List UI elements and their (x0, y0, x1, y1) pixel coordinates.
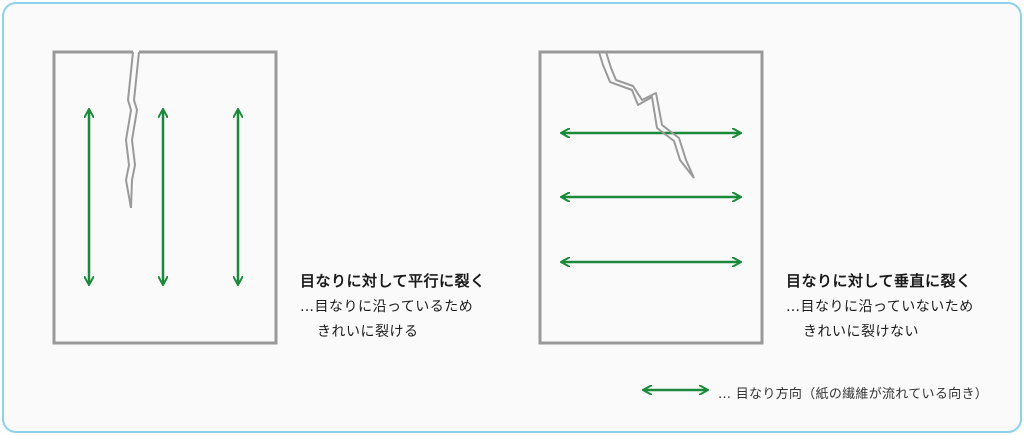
caption-parallel-title: 目なりに対して平行に裂く (300, 272, 486, 290)
caption-parallel-line2: きれいに裂ける (317, 324, 419, 340)
paper-right-outline (538, 50, 764, 345)
paper-perpendicular-tear (538, 50, 764, 345)
legend-text: … 目なり方向（紙の繊維が流れている向き） (718, 387, 989, 402)
caption-perpendicular: 目なりに対して垂直に裂く …目なりに沿っていないため きれいに裂けない (786, 272, 974, 340)
crack-right-a (598, 51, 695, 179)
caption-perpendicular-title: 目なりに対して垂直に裂く (786, 272, 972, 290)
caption-parallel: 目なりに対して平行に裂く …目なりに沿っているため きれいに裂ける (300, 272, 486, 340)
caption-perpendicular-line2: きれいに裂けない (803, 324, 919, 340)
paper-parallel-tear (52, 50, 278, 345)
crack-right-edge (130, 51, 140, 209)
caption-perpendicular-line1: …目なりに沿っていないため (786, 299, 974, 315)
paper-left-outline (52, 50, 278, 345)
crack-left-edge (124, 51, 134, 209)
caption-parallel-line1: …目なりに沿っているため (300, 299, 474, 315)
crack-right-b (605, 51, 695, 179)
